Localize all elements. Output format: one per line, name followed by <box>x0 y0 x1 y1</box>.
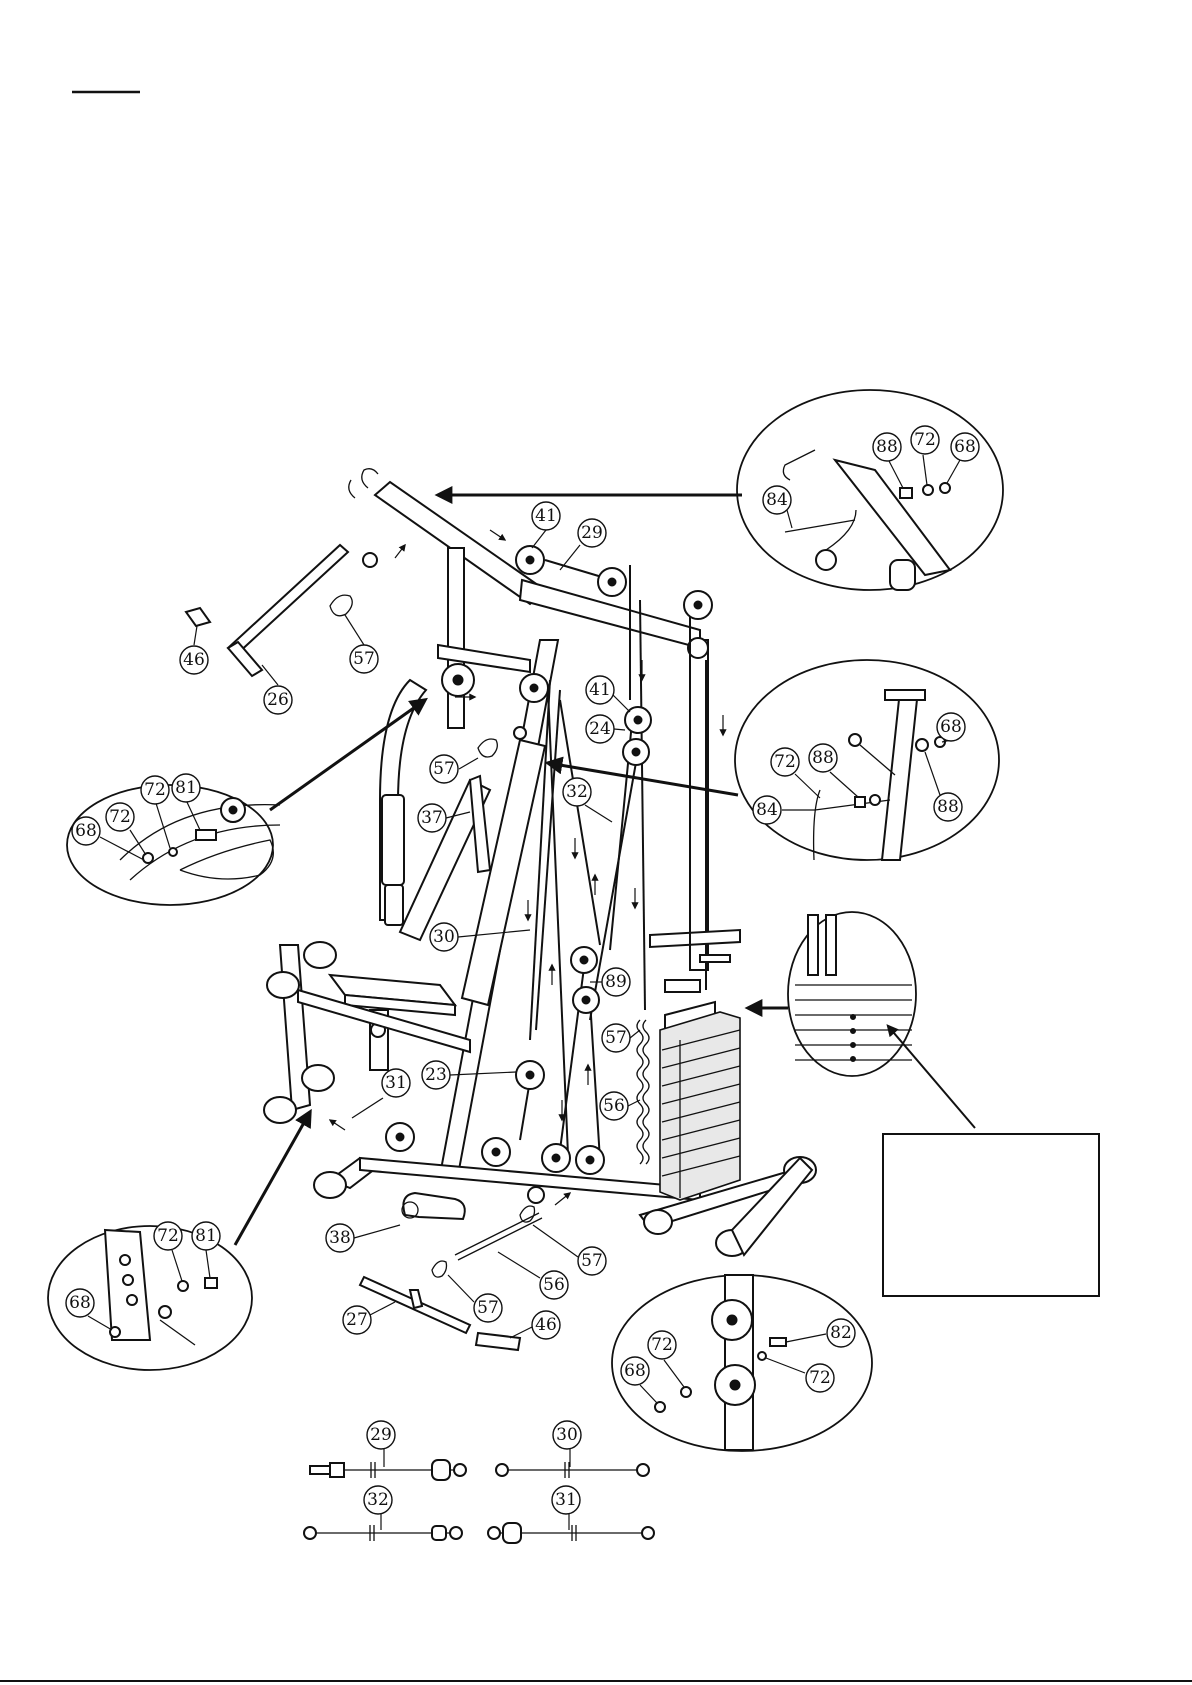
svg-text:32: 32 <box>367 1490 389 1510</box>
callout-31-main: 31 <box>352 1069 410 1118</box>
pulley-top-mid <box>598 568 626 596</box>
cable-legend <box>304 1460 654 1543</box>
callout-legend-29: 29 <box>367 1421 395 1467</box>
svg-text:57: 57 <box>433 759 455 779</box>
callout-29-top: 29 <box>560 519 606 570</box>
svg-text:84: 84 <box>756 800 778 820</box>
pulley-23 <box>516 1061 544 1089</box>
pulley-89-a <box>571 947 597 973</box>
svg-text:72: 72 <box>651 1335 673 1355</box>
svg-text:68: 68 <box>954 437 976 457</box>
pulley-89-b <box>573 987 599 1013</box>
cable-legend-32 <box>304 1525 462 1541</box>
callout-24: 24 <box>586 715 625 743</box>
svg-text:81: 81 <box>175 778 197 798</box>
callout-38: 38 <box>326 1224 400 1252</box>
svg-text:31: 31 <box>555 1490 577 1510</box>
callout-57-stack: 57 <box>602 1024 640 1052</box>
callout-27: 27 <box>343 1302 395 1334</box>
svg-text:57: 57 <box>477 1298 499 1318</box>
callout-41-mid: 41 <box>586 676 630 712</box>
svg-text:27: 27 <box>346 1310 368 1330</box>
callout-detail-mr-68: 68 <box>937 713 965 742</box>
svg-text:38: 38 <box>329 1228 351 1248</box>
stack-chain <box>637 1020 649 1164</box>
svg-text:88: 88 <box>812 748 834 768</box>
callout-46-bottom: 46 <box>510 1311 560 1339</box>
detail-bubble-weight-stack <box>748 912 975 1128</box>
callout-57-bottom: 57 <box>448 1275 502 1322</box>
svg-text:29: 29 <box>581 523 603 543</box>
svg-text:46: 46 <box>183 650 205 670</box>
pulley-top-right <box>684 591 712 619</box>
svg-text:46: 46 <box>535 1315 557 1335</box>
svg-text:68: 68 <box>940 717 962 737</box>
pulley-top-41 <box>516 546 544 574</box>
callout-26: 26 <box>262 665 292 714</box>
callout-legend-32: 32 <box>364 1486 392 1530</box>
cable-legend-30 <box>496 1462 649 1478</box>
svg-text:72: 72 <box>809 1368 831 1388</box>
callout-41-top: 41 <box>532 502 560 548</box>
svg-text:24: 24 <box>589 719 611 739</box>
detail-bubble-bottom-right <box>612 1275 872 1451</box>
svg-text:32: 32 <box>566 782 588 802</box>
pulley-base-mid <box>482 1138 510 1166</box>
svg-text:37: 37 <box>421 808 443 828</box>
svg-text:68: 68 <box>69 1293 91 1313</box>
weight-stack <box>660 1002 740 1200</box>
svg-text:57: 57 <box>605 1028 627 1048</box>
callout-57-top: 57 <box>345 615 378 673</box>
svg-text:30: 30 <box>556 1425 578 1445</box>
svg-text:88: 88 <box>937 797 959 817</box>
svg-text:57: 57 <box>581 1251 603 1271</box>
pulley-base-center <box>542 1144 570 1172</box>
svg-text:68: 68 <box>75 821 97 841</box>
svg-text:89: 89 <box>605 972 627 992</box>
svg-text:88: 88 <box>876 437 898 457</box>
svg-text:68: 68 <box>624 1361 646 1381</box>
svg-text:84: 84 <box>766 490 788 510</box>
svg-text:41: 41 <box>589 680 611 700</box>
callout-56-low: 56 <box>498 1252 568 1299</box>
svg-text:81: 81 <box>195 1226 217 1246</box>
svg-text:30: 30 <box>433 927 455 947</box>
svg-text:31: 31 <box>385 1073 407 1093</box>
svg-text:72: 72 <box>144 780 166 800</box>
callout-32-main: 32 <box>563 778 612 822</box>
callout-56-stack: 56 <box>600 1092 640 1120</box>
cable-legend-29 <box>310 1460 466 1480</box>
cable-legend-31 <box>488 1523 654 1543</box>
callout-46-top: 46 <box>180 626 208 674</box>
pulley-24-b <box>623 739 649 765</box>
svg-text:23: 23 <box>425 1065 447 1085</box>
pulley-center <box>520 674 548 702</box>
pulley-base-left <box>386 1123 414 1151</box>
pulley-press-arm <box>442 664 474 696</box>
svg-text:72: 72 <box>109 807 131 827</box>
svg-text:72: 72 <box>914 430 936 450</box>
pulley-base-right <box>576 1146 604 1174</box>
callout-legend-31: 31 <box>552 1486 580 1530</box>
svg-text:41: 41 <box>535 506 557 526</box>
svg-text:56: 56 <box>603 1096 625 1116</box>
note-box <box>883 1134 1099 1296</box>
svg-text:82: 82 <box>830 1323 852 1343</box>
svg-text:29: 29 <box>370 1425 392 1445</box>
svg-text:26: 26 <box>267 690 289 710</box>
svg-text:56: 56 <box>543 1275 565 1295</box>
svg-text:72: 72 <box>774 752 796 772</box>
svg-text:72: 72 <box>157 1226 179 1246</box>
svg-text:57: 57 <box>353 649 375 669</box>
callout-57-low: 57 <box>533 1225 606 1275</box>
callout-legend-30: 30 <box>553 1421 581 1467</box>
